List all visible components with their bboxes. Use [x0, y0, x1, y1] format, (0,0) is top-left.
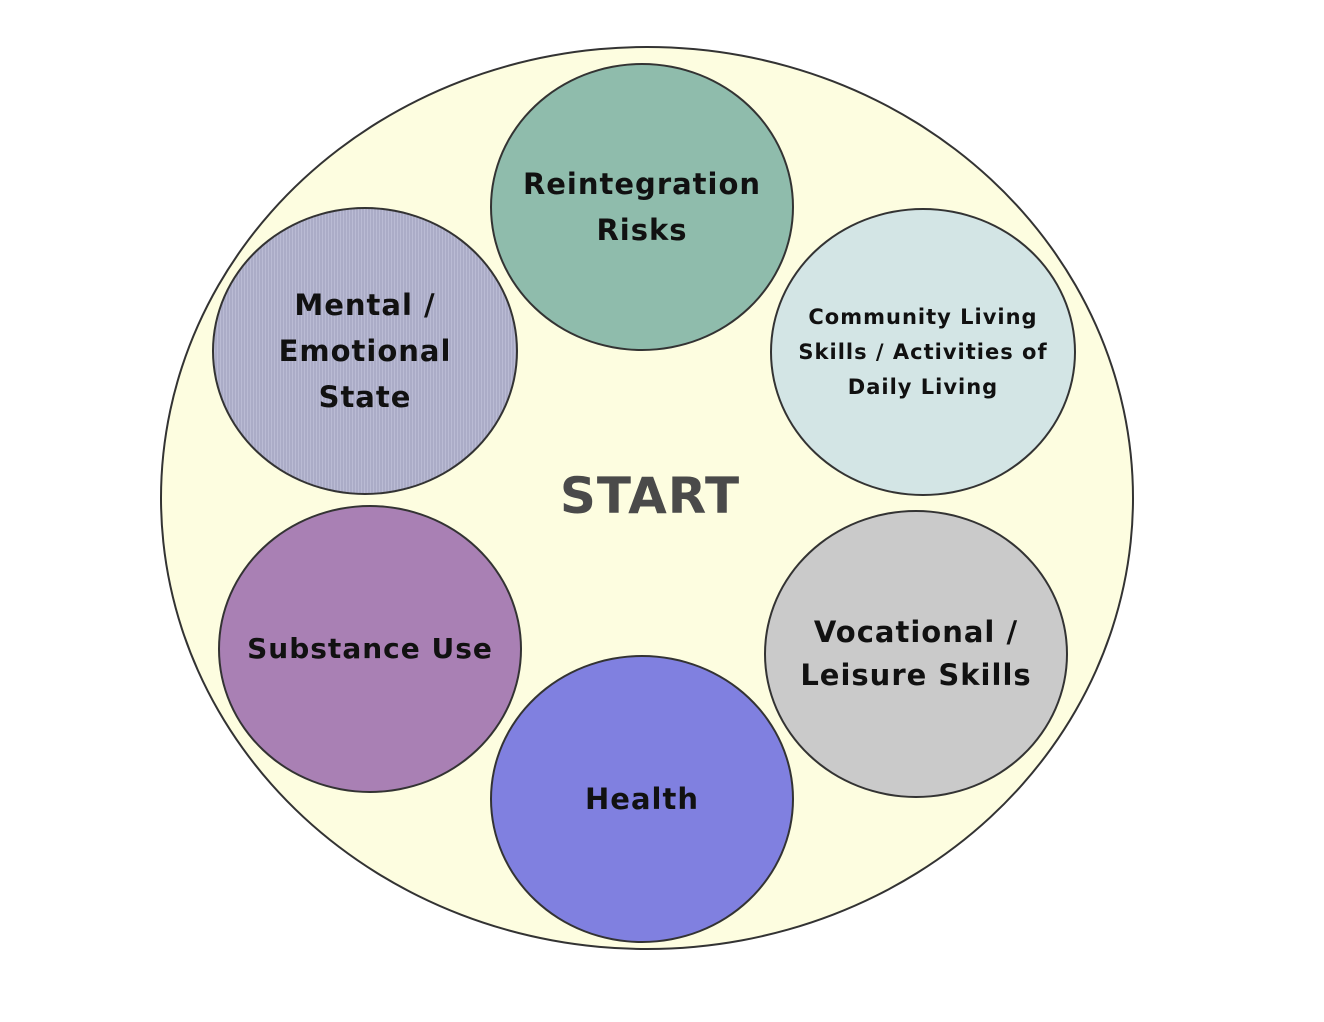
- node-mental-emotional-state-label: Mental / Emotional State: [278, 288, 452, 414]
- node-health: Health: [490, 655, 794, 943]
- node-community-living-skills: Community Living Skills / Activities of …: [770, 208, 1076, 496]
- node-substance-use-label: Substance Use: [247, 632, 493, 665]
- node-community-living-skills-label: Community Living Skills / Activities of …: [798, 304, 1048, 399]
- node-mental-emotional-state: Mental / Emotional State: [212, 207, 518, 495]
- node-reintegration-risks: Reintegration Risks: [490, 63, 794, 351]
- node-vocational-leisure-skills: Vocational / Leisure Skills: [764, 510, 1068, 798]
- node-reintegration-risks-label: Reintegration Risks: [522, 167, 762, 247]
- node-health-label: Health: [585, 782, 699, 816]
- node-vocational-leisure-skills-label: Vocational / Leisure Skills: [800, 615, 1032, 692]
- node-substance-use: Substance Use: [218, 505, 522, 793]
- start-label: START: [559, 467, 741, 525]
